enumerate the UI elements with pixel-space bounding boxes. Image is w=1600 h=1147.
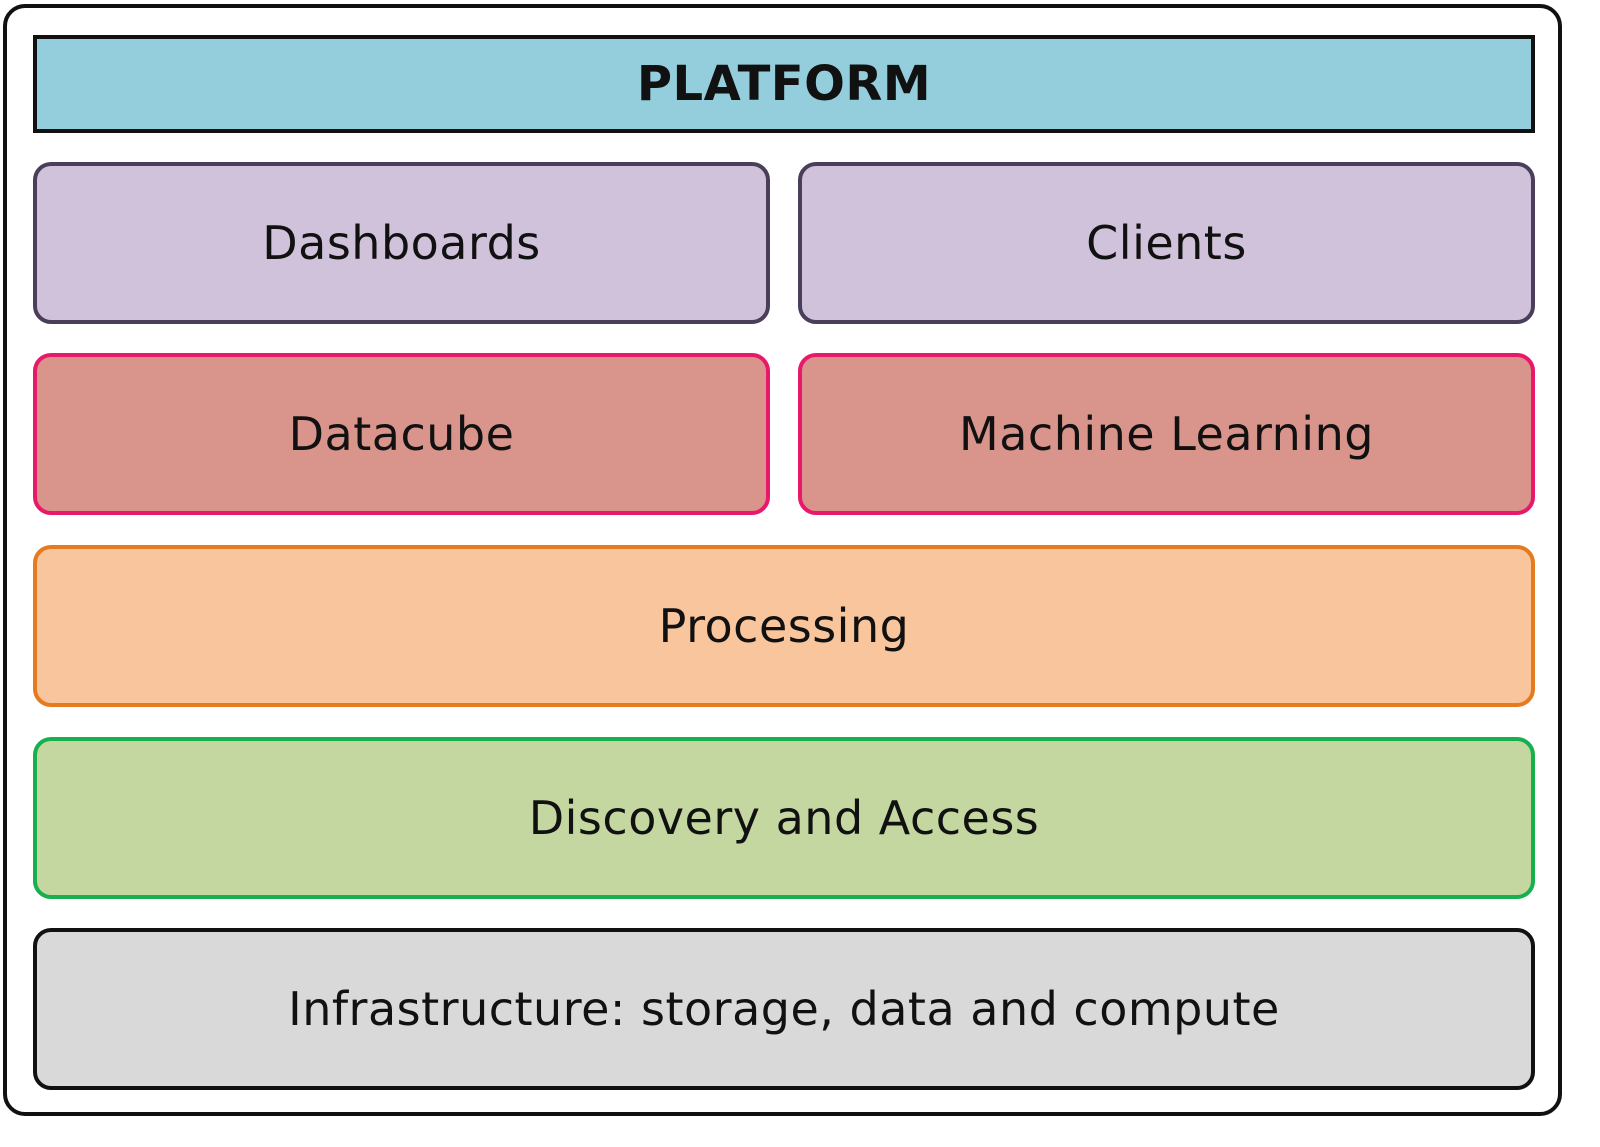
datacube-layer: Datacube	[33, 353, 770, 515]
discovery-and-access-layer: Discovery and Access	[33, 737, 1535, 899]
processing-layer: Processing	[33, 545, 1535, 707]
machine-learning-layer: Machine Learning	[798, 353, 1535, 515]
dashboards-layer: Dashboards	[33, 162, 770, 324]
clients-layer: Clients	[798, 162, 1535, 324]
platform-title: PLATFORM	[33, 35, 1535, 133]
infrastructure-layer: Infrastructure: storage, data and comput…	[33, 928, 1535, 1090]
